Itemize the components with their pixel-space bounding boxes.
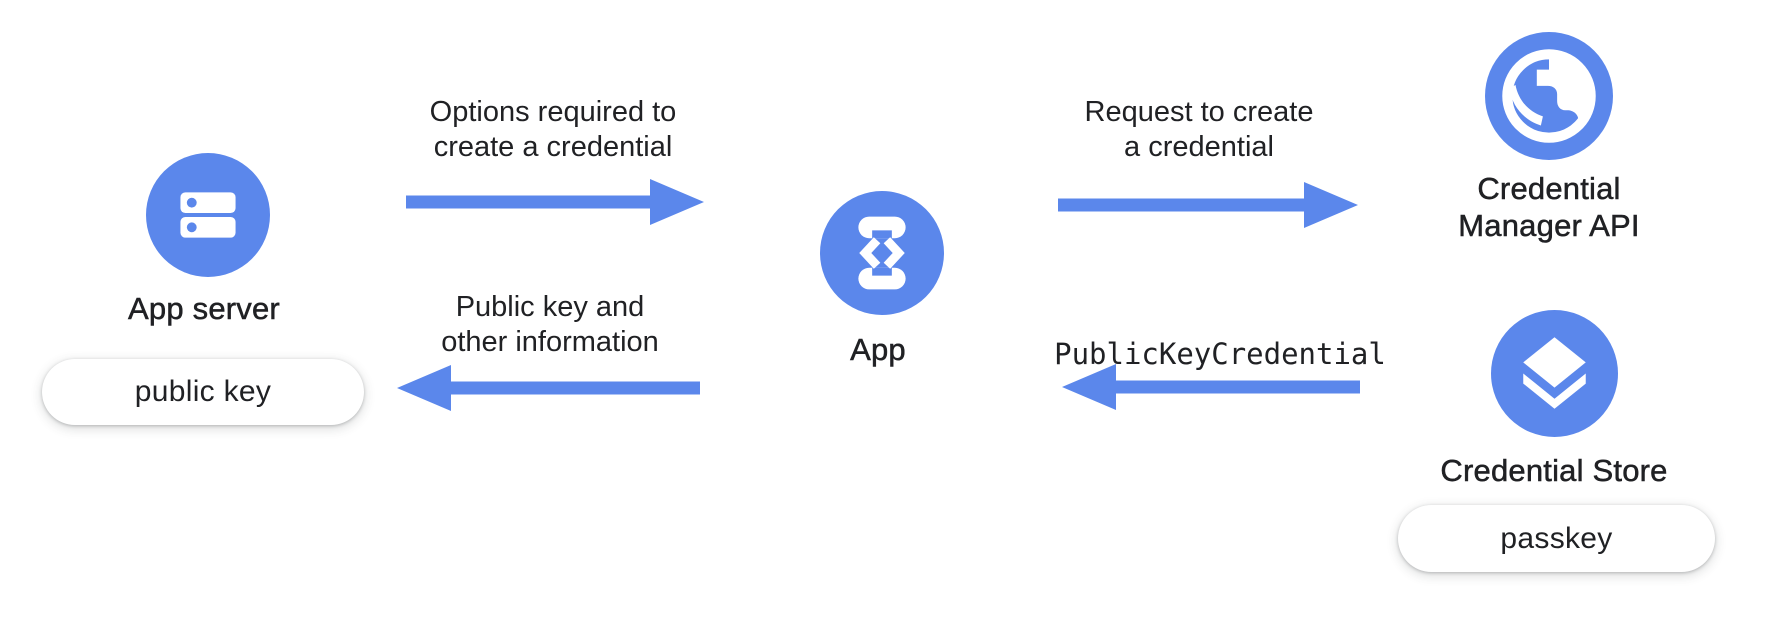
options-required-arrow-right-icon <box>406 179 704 225</box>
passkey-badge: passkey <box>1398 505 1715 572</box>
globe-icon <box>1502 49 1596 143</box>
credential-store-label: Credential Store <box>1440 453 1668 489</box>
public-key-badge: public key <box>42 359 364 425</box>
layers-icon <box>1523 337 1586 409</box>
public-key-info-arrow-left-icon <box>397 365 700 411</box>
credential-store-circle <box>1491 310 1618 437</box>
credential-manager-api-label: Credential Manager API <box>1458 171 1640 244</box>
publickeycredential-label: PublicKeyCredential <box>1054 337 1386 371</box>
request-create-arrow-right-icon <box>1058 182 1358 228</box>
app-label: App <box>850 332 906 368</box>
phone-code-icon <box>858 216 906 290</box>
app-server-label: App server <box>128 291 280 327</box>
public-key-info-label: Public key and other information <box>441 291 659 358</box>
app-circle <box>820 191 944 315</box>
credential-manager-api-circle <box>1485 32 1613 160</box>
server-icon <box>180 192 236 238</box>
app-server-circle <box>146 153 270 277</box>
options-required-label: Options required to create a credential <box>429 96 677 163</box>
request-create-label: Request to create a credential <box>1084 96 1314 163</box>
publickeycredential-arrow-left-icon <box>1062 364 1360 410</box>
public-key-badge-text: public key <box>134 375 272 408</box>
passkey-badge-text: passkey <box>1500 521 1613 555</box>
